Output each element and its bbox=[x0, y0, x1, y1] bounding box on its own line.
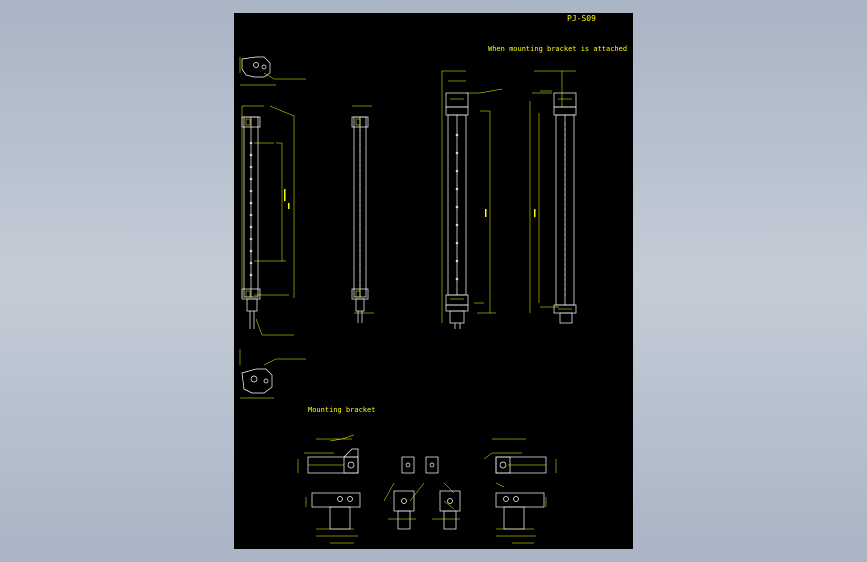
technical-drawing bbox=[239, 56, 577, 544]
centerlines bbox=[359, 123, 566, 297]
component-outlines bbox=[241, 56, 577, 530]
inner-detail-lines bbox=[245, 98, 572, 466]
dimension-lines bbox=[239, 57, 576, 544]
drawing-title: PJ-S09 bbox=[567, 14, 596, 23]
dimension-value-ticks bbox=[284, 189, 536, 217]
drawing-sheet: PJ-S09 When mounting bracket is attached… bbox=[234, 13, 633, 549]
bracket-attached-note: When mounting bracket is attached bbox=[488, 45, 628, 53]
beam-markers bbox=[249, 133, 459, 281]
mounting-bracket-caption: Mounting bracket bbox=[308, 406, 376, 414]
